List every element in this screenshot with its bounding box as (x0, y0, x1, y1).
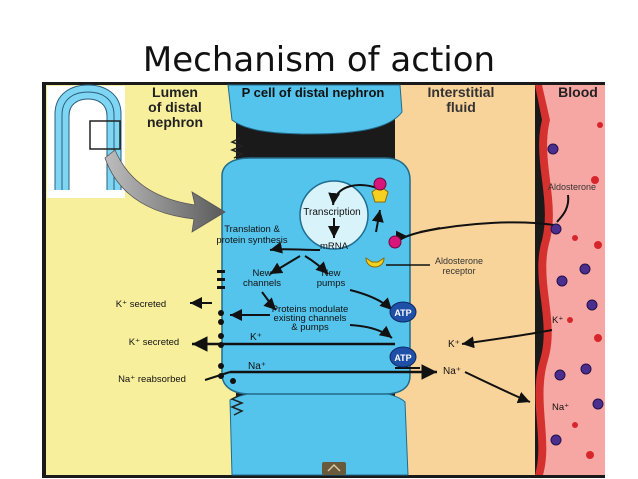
aldosterone-label: Aldosterone (548, 182, 596, 192)
na-plus-cell-label: Na⁺ (248, 361, 266, 372)
k-secreted-label-2: K⁺ secreted (129, 337, 179, 348)
tubule-icon (54, 84, 122, 190)
tubule-zoom-box (89, 120, 121, 150)
p-cell-label: P cell of distal nephron (242, 85, 385, 100)
nucleus (299, 180, 369, 250)
process-arrows (230, 184, 570, 339)
receptor-complex-top (371, 177, 389, 203)
na-reabsorbed-label: Na⁺ reabsorbed (118, 374, 186, 385)
upper-neighbour-cell (227, 84, 403, 135)
k-secreted-label-1: K⁺ secreted (116, 299, 166, 310)
transcription-label: Transcription (303, 207, 360, 218)
interstitial-region (395, 85, 535, 475)
zoom-arrow (104, 149, 226, 233)
na-plus-blood-label: Na⁺ (552, 402, 569, 413)
tight-junction-top (229, 137, 245, 159)
blood-cells (567, 122, 603, 459)
translation-label: Translation &protein synthesis (216, 224, 288, 246)
receptor-complex-bottom (365, 235, 402, 268)
transport-lines (190, 297, 553, 404)
atp-label-1: ATP (394, 308, 411, 318)
lower-neighbour-cell (229, 387, 409, 476)
slide-title: Mechanism of action (142, 40, 496, 80)
k-plus-interstitial-label: K⁺ (448, 339, 460, 350)
k-plus-cell-label: K⁺ (250, 332, 262, 343)
na-plus-interstitial-label: Na⁺ (443, 366, 461, 377)
atp-pump-2: ATP (389, 346, 417, 368)
tight-junction-bottom (229, 394, 245, 416)
blood-label: Blood (558, 84, 598, 100)
atp-pump-1: ATP (389, 301, 417, 323)
video-control-icon (322, 462, 346, 475)
mrna-label: mRNA (320, 241, 349, 252)
k-plus-blood-label: K⁺ (552, 315, 563, 326)
blood-region (542, 85, 605, 475)
atp-label-2: ATP (394, 353, 411, 363)
aldosterone-molecules (547, 143, 604, 446)
